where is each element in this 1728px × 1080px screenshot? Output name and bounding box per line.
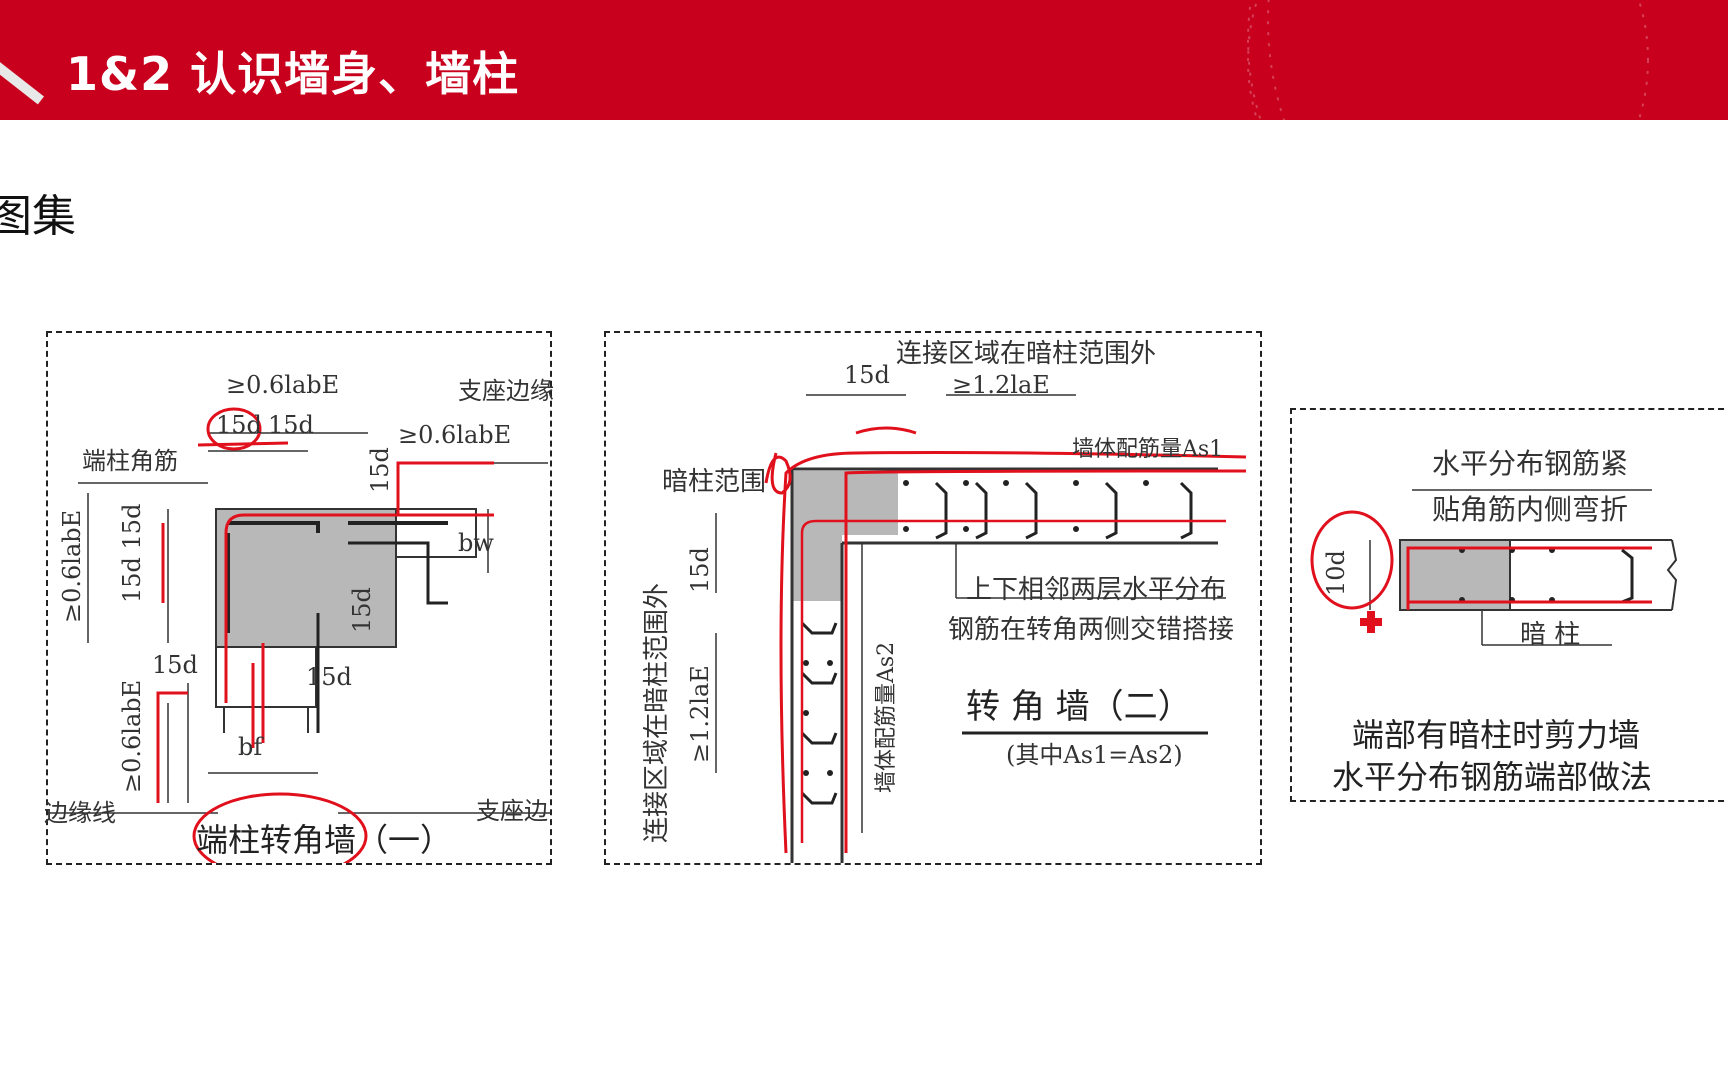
support-edge-bottom: 支座边: [476, 797, 548, 825]
bw-label: bw: [458, 529, 494, 557]
dim-15d-c: 15d: [152, 651, 198, 679]
note-line-1: 水平分布钢筋紧: [1432, 447, 1629, 480]
dim-right: ≥0.6labE: [398, 421, 512, 449]
v-12lae: ≥1.2laE: [686, 665, 714, 763]
dim-15d: 15d: [844, 361, 890, 389]
v-15d-stack: 15d 15d: [118, 503, 146, 603]
red-cross-cursor-icon: [1360, 611, 1382, 633]
slide-header: 1&2 认识墙身、墙柱: [0, 0, 1728, 120]
figure-3-caption-1: 端部有暗柱时剪力墙: [1352, 716, 1641, 754]
note-line-1: 上下相邻两层水平分布: [966, 575, 1227, 605]
figure-end-column-corner-wall: ≥0.6labE 15d 15d 支座边缘 ≥0.6labE 端柱角筋 15d …: [44, 331, 554, 865]
slide-title: 1&2 认识墙身、墙柱: [66, 47, 520, 101]
v-10d: 10d: [1322, 550, 1350, 596]
figure-2-subcaption: (其中As1=As2): [1006, 741, 1183, 769]
note-line-2: 钢筋在转角两侧交错搭接: [948, 615, 1235, 645]
header-decoration: [0, 41, 44, 105]
v-left-note: 连接区域在暗柱范围外: [642, 582, 672, 843]
v-15d: 15d: [686, 547, 714, 593]
dim-top: ≥0.6labE: [226, 371, 340, 399]
figure-3-caption-2: 水平分布钢筋端部做法: [1332, 758, 1653, 796]
support-edge-top: 支座边缘: [458, 377, 554, 405]
bf-label: bf: [238, 733, 263, 761]
top-note: 连接区域在暗柱范围外: [896, 339, 1157, 369]
v-15d-right2: 15d: [348, 587, 376, 633]
edge-line-label: 边缘线: [44, 799, 116, 827]
header-pattern: [1247, 0, 1649, 120]
figure-shear-wall-end: 水平分布钢筋紧 贴角筋内侧弯折 10d 暗 柱 端部有暗柱时剪力墙 水平分布钢筋…: [1290, 408, 1728, 802]
v-left-dim2: ≥0.6labE: [118, 679, 146, 793]
v-15d-right: 15d: [366, 447, 394, 493]
figure-corner-wall-2: 连接区域在暗柱范围外 15d ≥1.2laE 墙体配筋量As1 暗柱范围 连接区…: [604, 331, 1262, 865]
hidden-column-label: 暗 柱: [1520, 620, 1581, 650]
dim-15d-d: 15d: [306, 663, 352, 691]
v-wall-rebar-as2: 墙体配筋量As2: [874, 641, 899, 793]
dim-15d-b: 15d: [268, 411, 314, 439]
figure-2-caption: 转 角 墙（二）: [966, 687, 1192, 727]
wall-rebar-as1: 墙体配筋量As1: [1072, 437, 1224, 462]
hidden-column-range: 暗柱范围: [662, 467, 767, 497]
v-left-dim: ≥0.6labE: [58, 509, 86, 623]
figure-3-drawing: [1310, 489, 1678, 646]
end-column-corner-rebar: 端柱角筋: [82, 447, 178, 475]
note-line-2: 贴角筋内侧弯折: [1432, 493, 1629, 526]
left-cut-text: 图集: [0, 191, 76, 242]
figure-1-drawing: [48, 407, 550, 863]
figure-1-caption: 端柱转角墙（一）: [196, 821, 453, 859]
dim-12lae: ≥1.2laE: [952, 371, 1050, 399]
figure-2-drawing: [715, 394, 1247, 863]
dim-15d-a: 15d: [216, 411, 262, 439]
